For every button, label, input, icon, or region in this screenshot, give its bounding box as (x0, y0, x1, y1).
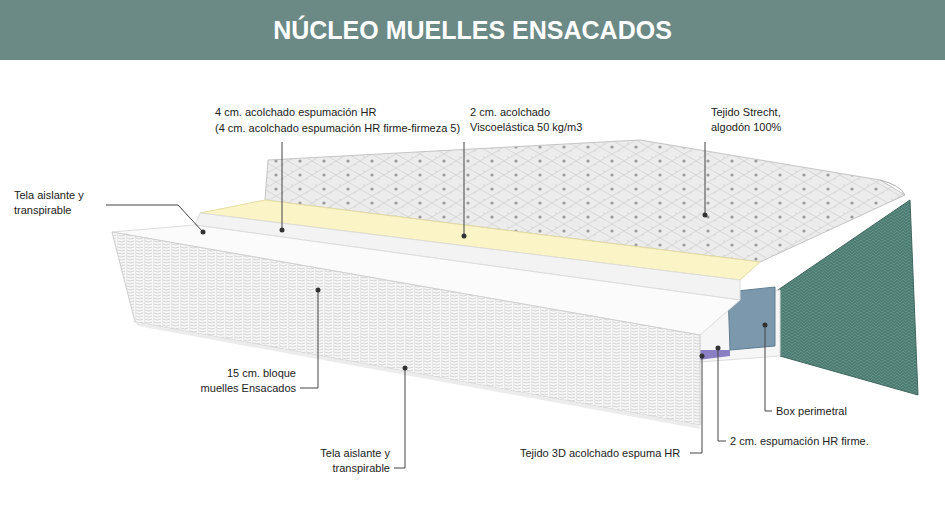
callout-label: 2 cm. espumación HR firme. (730, 434, 869, 449)
title: NÚCLEO MUELLES ENSACADOS (0, 0, 945, 60)
callout-label: Tejido 3D acolchado espuma HR (520, 446, 680, 461)
callout-label: 2 cm. acolchado Viscoelástica 50 kg/m3 (470, 105, 598, 135)
callout-label: (4 cm. acolchado espumación HR firme-fir… (215, 121, 460, 136)
leader-lines (106, 142, 772, 468)
pocket-springs (112, 232, 700, 425)
callout-label: 4 cm. acolchado espumación HR (215, 105, 376, 120)
callout-label: Tela aislante y transpirable (300, 446, 390, 476)
fabric-3d (698, 350, 730, 360)
callout-label: Tela aislante y transpirable (14, 188, 104, 218)
title-band (0, 0, 945, 60)
quilt-edge (880, 180, 905, 195)
callout-label: Tejido Strecht, algodón 100% (711, 105, 803, 135)
callout-label: Box perimetral (776, 404, 847, 419)
callout-label: 15 cm. bloque muelles Ensacados (196, 366, 296, 396)
bottom-fabric (135, 322, 700, 429)
leader-dots (201, 213, 768, 371)
